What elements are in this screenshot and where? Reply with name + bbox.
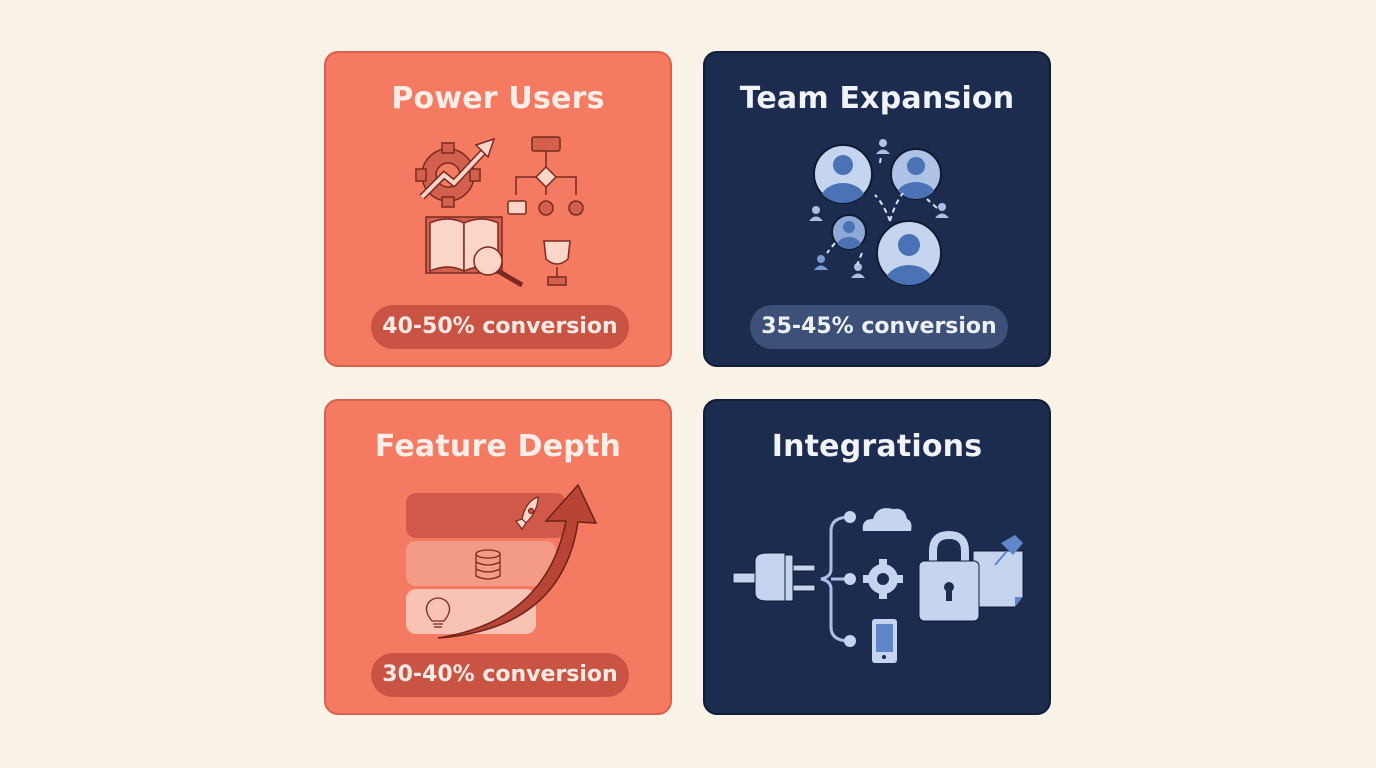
growth-arrow-icon (437, 483, 598, 639)
small-user-icons (809, 139, 949, 278)
pinned-note-icon (972, 535, 1024, 608)
card-title: Power Users (391, 81, 605, 116)
card-title: Integrations (771, 429, 983, 464)
card-title: Team Expansion (739, 81, 1015, 116)
book-search-icon (425, 216, 524, 288)
user-network-icon (809, 139, 949, 286)
rocket-icon (515, 496, 539, 531)
card-feature-depth: Feature Depth 30-40% conversion (324, 399, 672, 715)
gear-icon (863, 559, 903, 599)
lightbulb-icon (425, 597, 451, 628)
conversion-badge: 30-40% conversion (371, 653, 629, 697)
integrations-illustration (732, 508, 1024, 663)
flowchart-icon (507, 136, 584, 216)
conversion-badge: 40-50% conversion (371, 305, 629, 349)
database-icon (475, 549, 501, 580)
card-title: Feature Depth (374, 429, 622, 464)
card-team-expansion: Team Expansion (703, 51, 1051, 367)
phone-icon (872, 619, 897, 663)
conversion-badge: 35-45% conversion (750, 305, 1008, 349)
feature-depth-illustration (406, 483, 598, 639)
trophy-icon (543, 240, 571, 286)
gear-growth-icon (415, 137, 496, 208)
plug-icon (732, 552, 816, 602)
card-power-users: Power Users (324, 51, 672, 367)
power-users-illustration (415, 136, 584, 288)
card-integrations: Integrations (703, 399, 1051, 715)
cloud-icon (862, 508, 912, 531)
lock-icon (918, 530, 980, 622)
